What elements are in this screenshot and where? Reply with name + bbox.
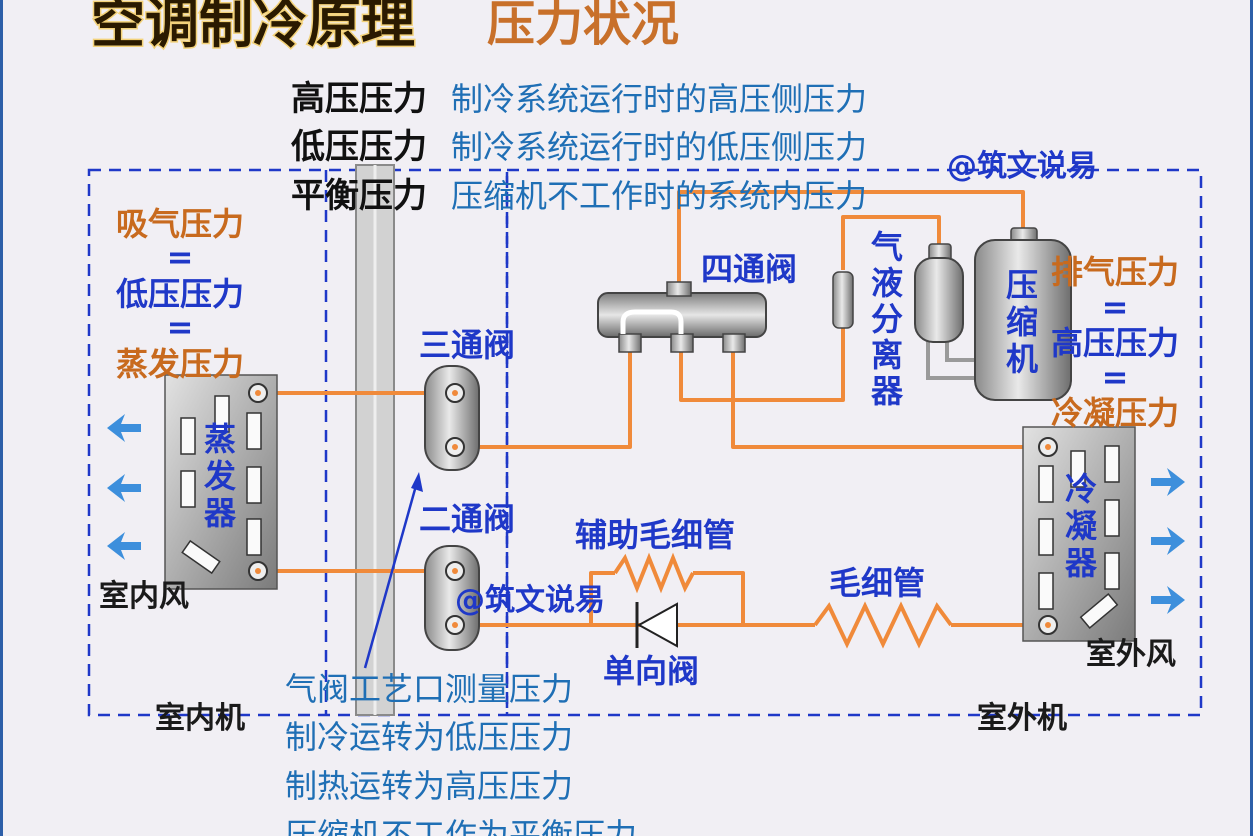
service-note-2: 制冷运转为低压压力 (285, 718, 573, 756)
pointer-arrowhead-icon (411, 472, 423, 492)
indoor-wind-arrows (107, 414, 141, 560)
definition-term-balance: 平衡压力 (291, 176, 427, 216)
indoor-wind-label: 室内风 (99, 579, 189, 614)
condenser (1022, 426, 1136, 642)
three-way-valve-label: 三通阀 (419, 326, 515, 364)
evaporator (164, 374, 278, 590)
four-way-valve-label: 四通阀 (701, 250, 797, 288)
compressor-label: 压 缩 机 (1006, 266, 1049, 378)
arrow-right-icon (1151, 468, 1185, 496)
definition-term-high: 高压压力 (291, 79, 427, 119)
definition-text-low: 制冷系统运行时的低压侧压力 (451, 128, 867, 166)
arrow-right-icon (1151, 586, 1185, 614)
outdoor-pressure-cond: 冷凝压力 (1051, 394, 1179, 432)
check-valve (635, 602, 678, 648)
indoor-pressure-eq1: = (167, 238, 194, 276)
four-way-valve (597, 281, 767, 353)
service-note-4: 压缩机不工作为平衡压力 (285, 816, 637, 836)
pipe-4way-to-condenser (731, 345, 1048, 449)
service-port-pointer (363, 481, 419, 669)
outdoor-pressure-eq2: = (1102, 358, 1129, 396)
outdoor-unit-frame (505, 168, 1203, 717)
pipe-separator-top (841, 215, 941, 270)
indoor-pressure-evap: 蒸发压力 (116, 345, 244, 383)
indoor-pressure-eq2: = (167, 308, 194, 346)
outdoor-pressure-discharge: 排气压力 (1051, 253, 1179, 291)
indoor-unit-label: 室内机 (155, 701, 245, 736)
condenser-label: 冷 凝 器 (1064, 470, 1108, 582)
outdoor-unit-label: 室外机 (977, 701, 1067, 736)
outdoor-wind-label: 室外风 (1086, 637, 1176, 672)
two-way-valve (424, 545, 480, 651)
evaporator-label: 蒸 发 器 (203, 420, 247, 532)
service-note-3: 制热运转为高压压力 (285, 767, 573, 805)
arrow-right-icon (1151, 527, 1185, 555)
definition-term-low: 低压压力 (291, 127, 427, 167)
separator-label: 气 液 分 离 器 (870, 228, 914, 410)
arrow-left-icon (107, 414, 141, 442)
indoor-pressure-low: 低压压力 (116, 275, 244, 313)
capillary-coil (813, 601, 953, 649)
refrigeration-diagram: 空调制冷原理 压力状况 (87, 0, 1203, 836)
service-note-1: 气阀工艺口测量压力 (285, 670, 573, 708)
pipe-3way-to-4way (455, 335, 632, 449)
watermark-middle: @筑文说易 (455, 583, 605, 618)
aux-capillary-coil (613, 552, 695, 594)
aux-capillary-label: 辅助毛细管 (575, 516, 735, 554)
outdoor-pressure-high: 高压压力 (1051, 324, 1179, 362)
pipe-network (258, 190, 1048, 627)
gas-liquid-separator (914, 243, 964, 343)
pipe-aux-left (589, 571, 615, 625)
check-valve-label: 单向阀 (603, 652, 699, 690)
pipe-discharge (677, 190, 1025, 282)
capillary-label: 毛细管 (829, 564, 925, 602)
three-way-valve (424, 365, 480, 471)
outdoor-wind-arrows (1151, 468, 1185, 614)
outdoor-pressure-eq1: = (1102, 288, 1129, 326)
compressor (974, 227, 1072, 401)
watermark-top: @筑文说易 (947, 149, 1097, 184)
page-subtitle: 压力状况 (487, 0, 679, 52)
strainer (832, 271, 854, 329)
page-title: 空调制冷原理 (91, 0, 415, 55)
arrow-left-icon (107, 474, 141, 502)
definition-text-balance: 压缩机不工作时的系统内压力 (451, 177, 867, 215)
two-way-valve-label: 二通阀 (419, 500, 515, 538)
indoor-pressure-suction: 吸气压力 (116, 205, 244, 243)
pipe-4way-to-separator (679, 300, 845, 402)
definition-text-high: 制冷系统运行时的高压侧压力 (451, 80, 867, 118)
arrow-left-icon (107, 532, 141, 560)
pipe-aux-right (693, 571, 745, 625)
